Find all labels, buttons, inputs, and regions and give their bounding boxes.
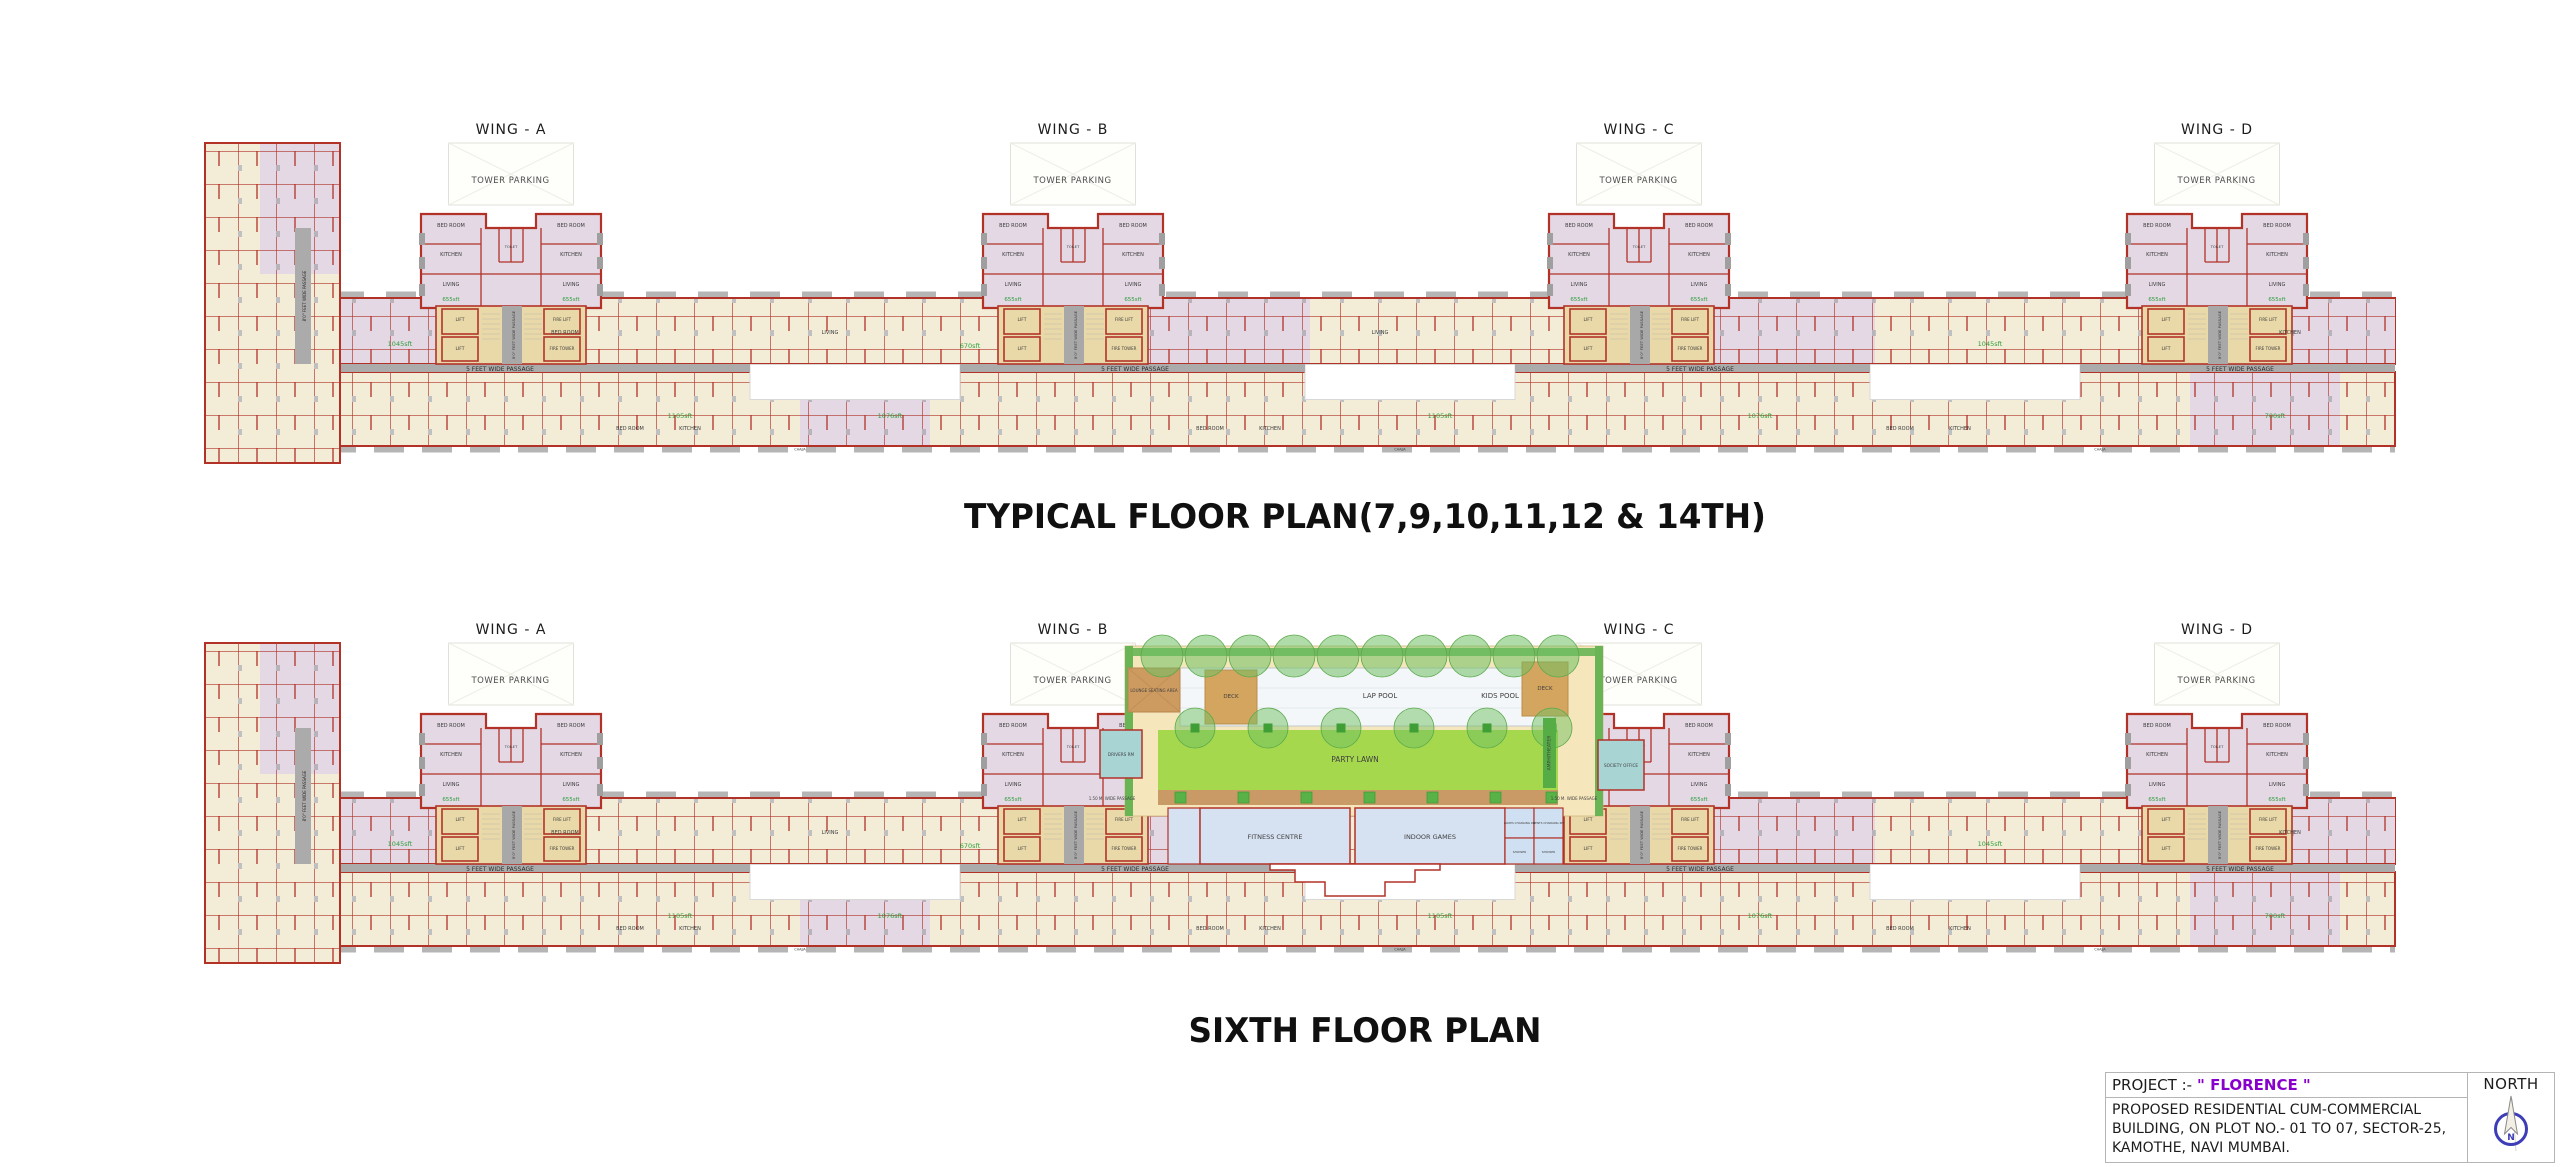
metric-passage-label: 1.50 M. WIDE PASSAGE [1551,796,1598,801]
society-office-room [1597,739,1645,791]
shower-room [1504,837,1535,865]
amphitheater-steps [1543,718,1556,788]
ladies-changing-label: LADIES CHANGING RM [1504,821,1536,825]
fitness-centre-label: FITNESS CENTRE [1247,833,1302,841]
deck-label: DECK [1537,686,1553,692]
drivers-room-label: DRIVERS RM [1108,752,1135,757]
typical-floor-plan-title: TYPICAL FLOOR PLAN(7,9,10,11,12 & 14TH) [964,497,1766,537]
gents-changing-label: GENTS CHANGING RM [1533,821,1565,825]
gents-changing-room [1533,807,1564,839]
hedge-right [1595,646,1603,816]
sixth-floor-plan-title: SIXTH FLOOR PLAN [1188,1011,1542,1051]
amenity-podium: LOUNGE SEATING AREA DECK DECK LAP POOL K… [1089,634,1645,897]
stepped-entrance [1269,863,1441,897]
metric-passage-label: 1.50 M. WIDE PASSAGE [1089,796,1136,801]
deck-label: DECK [1223,694,1239,700]
project-name: " FLORENCE " [2197,1076,2311,1094]
north-label: NORTH [2483,1075,2539,1093]
party-lawn-label: PARTY LAWN [1331,755,1378,764]
description-line-2: BUILDING, ON PLOT NO.- 01 TO 07, SECTOR-… [2112,1121,2447,1137]
project-description: PROPOSED RESIDENTIAL CUM-COMMERCIAL BUIL… [2106,1098,2467,1158]
sixth-floor-plan-drawing: LOUNGE SEATING AREA DECK DECK LAP POOL K… [200,618,2400,968]
walkway [1158,790,1558,805]
description-line-1: PROPOSED RESIDENTIAL CUM-COMMERCIAL [2112,1102,2422,1118]
shower-room [1533,837,1564,865]
title-block: PROJECT :- " FLORENCE " PROPOSED RESIDEN… [2105,1072,2555,1163]
north-cell: NORTH N [2468,1073,2554,1162]
planters [1174,791,1558,804]
lap-pool-label: LAP POOL [1363,692,1398,700]
project-label: PROJECT :- [2112,1076,2193,1094]
shower-label: SHOWER [1513,850,1526,854]
lounge-label: LOUNGE SEATING AREA [1130,688,1178,693]
fitness-centre-room [1199,807,1351,865]
project-row: PROJECT :- " FLORENCE " [2106,1073,2467,1098]
drivers-room [1099,729,1143,779]
description-line-3: KAMOTHE, NAVI MUMBAI. [2112,1140,2290,1156]
shower-label: SHOWER [1542,850,1555,854]
amenity-indoor-rooms [1167,807,1564,865]
tree-row-lawn [1174,707,1573,749]
ladies-changing-room [1504,807,1535,839]
title-block-project-cell: PROJECT :- " FLORENCE " PROPOSED RESIDEN… [2106,1073,2468,1162]
society-office-label: SOCIETY OFFICE [1604,763,1638,768]
amphitheater-label: AMPHITHEATER [1547,736,1553,771]
north-arrow-icon: N [2494,1095,2528,1152]
svg-text:N: N [2507,1133,2515,1143]
indoor-games-label: INDOOR GAMES [1404,833,1456,841]
deck-left [1204,669,1258,725]
typical-floor-plan-drawing: BED ROOM BED ROOM KITCHEN KITCHEN TOILET… [200,118,2400,468]
kids-pool-label: KIDS POOL [1481,692,1519,700]
tree-row-top [1140,634,1580,678]
